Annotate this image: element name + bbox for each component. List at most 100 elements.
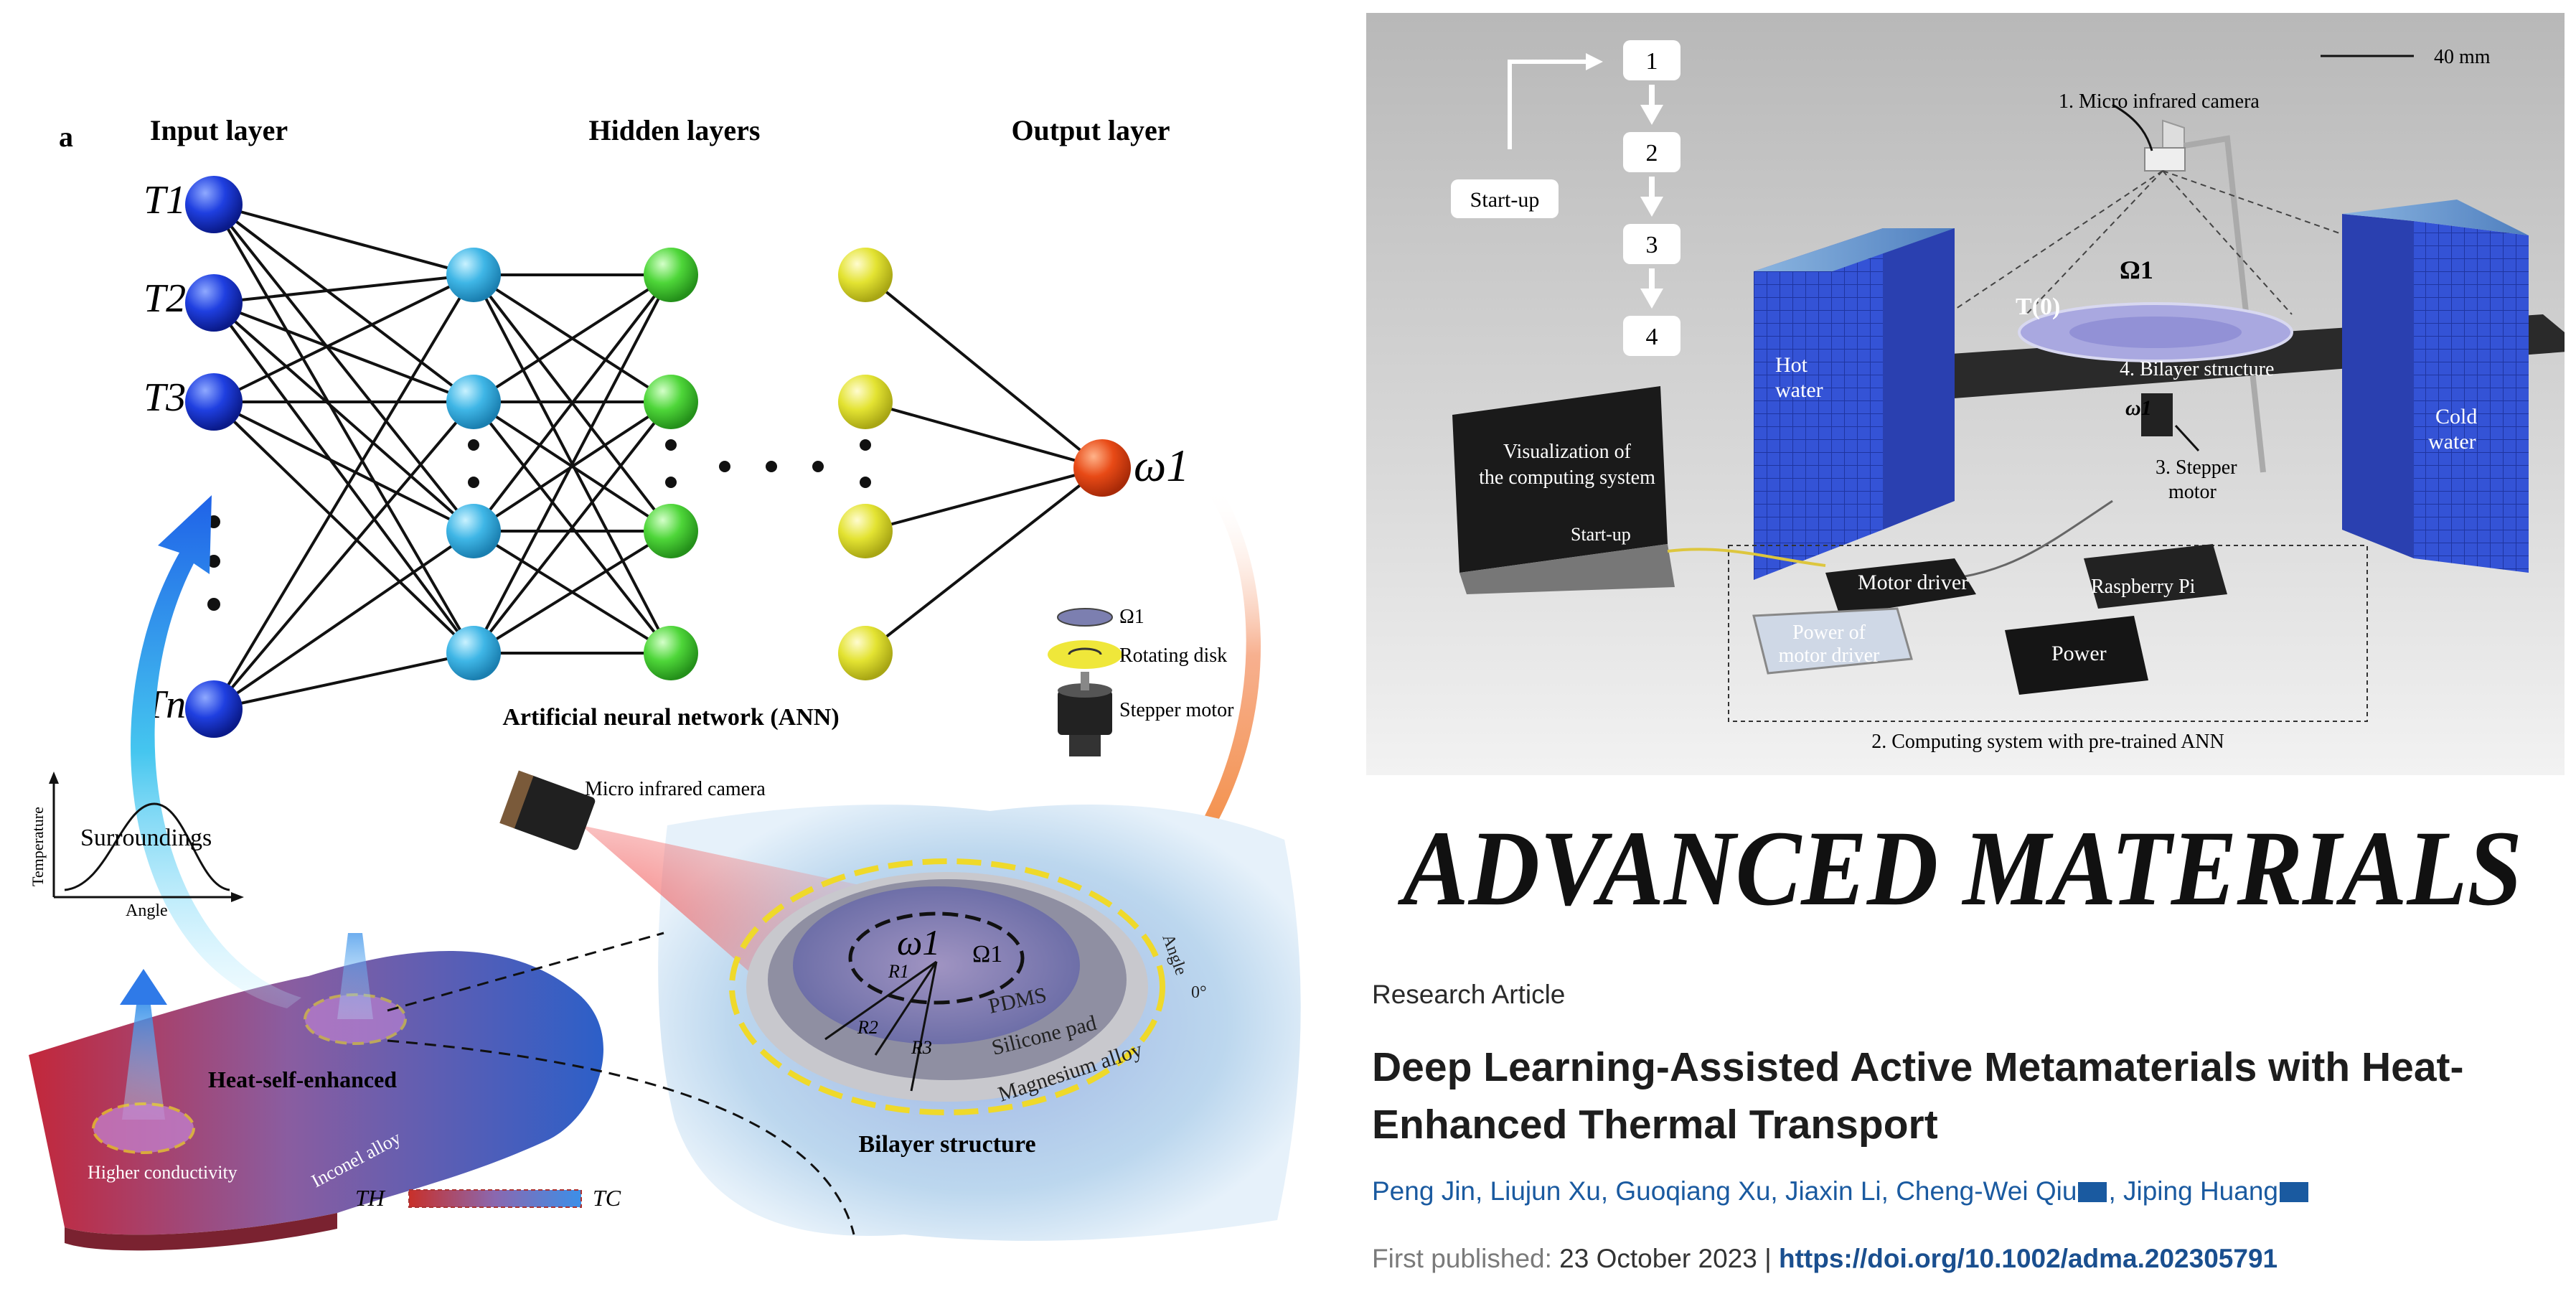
first-published-date: 23 October 2023: [1559, 1244, 1757, 1273]
input-arrow-icon: [131, 495, 301, 1008]
ellipsis-dot: [812, 461, 824, 472]
authors-text-last[interactable]: , Jiping Huang: [2108, 1176, 2278, 1206]
ann-label: Artificial neural network (ANN): [502, 704, 839, 731]
article-metadata: Research Article Deep Learning-Assisted …: [1372, 980, 2563, 1274]
ann-edge: [865, 467, 1103, 533]
feedback-arrow-icon: [1044, 488, 1261, 965]
camera-label: Micro infrared camera: [585, 778, 766, 800]
envelope-icon[interactable]: [2280, 1182, 2308, 1202]
ann-edge: [213, 203, 474, 276]
graph-label: Surroundings: [80, 825, 212, 851]
th-label: TH: [355, 1185, 386, 1211]
zero-angle-label: 0°: [1191, 983, 1207, 1002]
sheet-edge: [65, 1213, 337, 1251]
ann-edge: [472, 530, 672, 655]
ellipsis-dot: [665, 439, 677, 451]
input-node: [185, 373, 243, 431]
journal-name: ADVANCED MATERIALS: [1398, 824, 2522, 917]
up-arrow-icon: [120, 969, 167, 1005]
title-line: Enhanced Thermal Transport: [1372, 1102, 1938, 1148]
ann-edge: [212, 530, 475, 711]
startup-box: [1451, 179, 1559, 218]
hidden-node: [644, 504, 698, 558]
startup-flowchart: Start-up 1 2 3 4: [1451, 40, 1680, 356]
raspberry-pi-board: [2084, 544, 2227, 609]
input-label: T2: [144, 276, 186, 321]
step-label: 1: [1646, 48, 1658, 75]
ellipsis-dot: [665, 477, 677, 488]
article-type: Research Article: [1372, 980, 1566, 1009]
stepper-callout: 3. Stepper: [2156, 456, 2237, 479]
figure-panel-a: a Input layer Hidden layers Output layer: [29, 114, 1301, 1251]
ann-edge: [212, 301, 475, 655]
bilayer-callout: 4. Bilayer structure: [2120, 358, 2274, 380]
stepper-callout: motor: [2168, 481, 2217, 503]
disk-motor-legend: Ω1 Rotating disk Stepper motor: [1048, 606, 1234, 756]
ellipsis-dot: [860, 439, 871, 451]
disk-omega-label: ω1: [897, 922, 940, 962]
cold-water-side: [2342, 214, 2414, 558]
t0-label: T(0): [2016, 294, 2060, 320]
hidden-node: [838, 626, 893, 680]
title-line: Deep Learning-Assisted Active Metamateri…: [1372, 1044, 2464, 1090]
hidden-nodes: [446, 248, 893, 680]
omega-cap-label: Ω1: [2120, 256, 2153, 284]
input-nodes: [185, 176, 243, 738]
output-layer-heading: Output layer: [1011, 114, 1170, 146]
step-label: 2: [1646, 140, 1658, 167]
envelope-icon[interactable]: [2078, 1182, 2107, 1202]
experimental-setup-photo: 40 mm Start-up 1 2 3 4 1. Micro infrared…: [1366, 13, 2565, 775]
ann-edge: [212, 273, 475, 711]
doi-link[interactable]: https://doi.org/10.1002/adma.202305791: [1779, 1244, 2278, 1273]
publication-line: First published: 23 October 2023 | https…: [1372, 1244, 2563, 1274]
authors-text[interactable]: Peng Jin, Liujun Xu, Guoqiang Xu, Jiaxin…: [1372, 1176, 2077, 1206]
step-box: [1623, 316, 1680, 356]
step-box: [1623, 40, 1680, 80]
laptop-startup-label: Start-up: [1571, 524, 1631, 545]
computing-callout: 2. Computing system with pre-trained ANN: [1871, 731, 2224, 753]
hot-water-label: water: [1775, 378, 1823, 402]
hidden-node: [446, 626, 501, 680]
ellipsis-dot: [468, 477, 479, 488]
ann-edge: [212, 400, 475, 711]
input-node: [185, 176, 243, 233]
r3-label: R3: [911, 1037, 932, 1058]
hidden-node: [446, 375, 501, 429]
down-arrow-icon: [1640, 197, 1663, 217]
ann-edge: [212, 203, 475, 403]
ellipsis-dot: [766, 461, 777, 472]
ann-connections: [212, 203, 1104, 711]
visualization-label: Visualization of: [1503, 441, 1632, 463]
input-label: T1: [144, 178, 186, 222]
input-layer-heading: Input layer: [150, 114, 288, 146]
stepper-motor-icon: [2141, 393, 2173, 436]
conductivity-spot: [92, 1102, 195, 1154]
tc-label: TC: [593, 1185, 621, 1211]
first-published-label: First published:: [1372, 1244, 1552, 1273]
article-title[interactable]: Deep Learning-Assisted Active Metamateri…: [1372, 1039, 2563, 1153]
visualization-label: the computing system: [1479, 467, 1655, 489]
hidden-node: [838, 248, 893, 302]
hidden-node: [446, 248, 501, 302]
ann-edge: [212, 400, 475, 655]
author-list[interactable]: Peng Jin, Liujun Xu, Guoqiang Xu, Jiaxin…: [1372, 1176, 2563, 1206]
ann-edge: [864, 273, 1104, 469]
hidden-node: [446, 504, 501, 558]
graph-xlabel: Angle: [126, 901, 168, 920]
cold-water-label: Cold: [2435, 405, 2477, 428]
input-node: [185, 274, 243, 332]
power-motor-label: motor driver: [1779, 644, 1880, 667]
stepper-motor-icon: [1058, 690, 1112, 735]
inconel-sheet: [29, 951, 603, 1235]
down-arrow-icon: [1640, 289, 1663, 309]
micro-ir-camera-icon: [499, 770, 596, 850]
step-box: [1623, 224, 1680, 264]
step-label: 3: [1646, 232, 1658, 258]
hidden-node: [644, 248, 698, 302]
conductivity-label: Higher conductivity: [88, 1162, 238, 1183]
hidden-node: [838, 504, 893, 558]
ann-edge: [212, 203, 475, 533]
graph-ylabel: Temperature: [29, 807, 47, 886]
ann-edge: [213, 301, 474, 403]
hot-water-label: Hot: [1775, 353, 1808, 377]
